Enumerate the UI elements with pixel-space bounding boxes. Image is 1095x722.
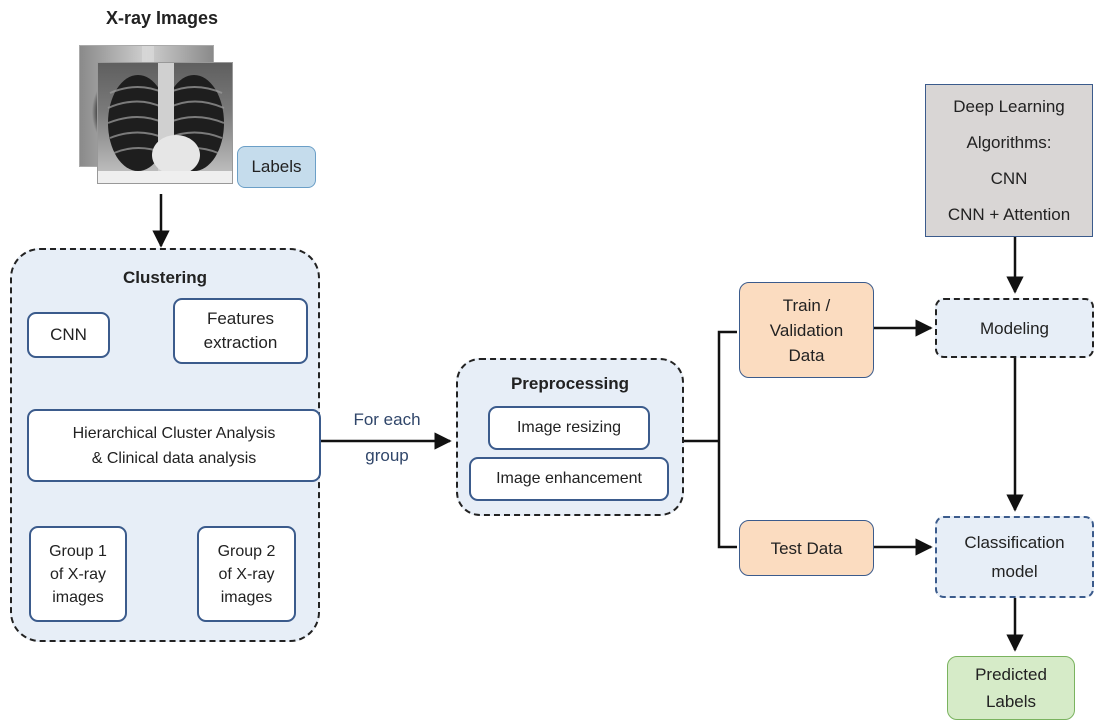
preprocessing-title: Preprocessing bbox=[510, 374, 630, 393]
for-each-group-label: For each group bbox=[353, 410, 421, 465]
deep-learning-algorithms-box: Deep Learning Algorithms: CNN CNN + Atte… bbox=[925, 84, 1093, 237]
classification-model-node: Classification model bbox=[935, 516, 1094, 598]
features-extraction-node: Features extraction bbox=[173, 298, 308, 364]
xray-images-title: X-ray Images bbox=[105, 7, 219, 28]
labels-box: Labels bbox=[237, 146, 316, 188]
hca-node: Hierarchical Cluster Analysis & Clinical… bbox=[27, 409, 321, 482]
modeling-node: Modeling bbox=[935, 298, 1094, 358]
group1-node: Group 1 of X-ray images bbox=[29, 526, 127, 622]
predicted-labels-node: Predicted Labels bbox=[947, 656, 1075, 720]
test-data-node: Test Data bbox=[739, 520, 874, 576]
cnn-node: CNN bbox=[27, 312, 110, 358]
bracket-split bbox=[717, 330, 737, 549]
xray-image-front bbox=[97, 62, 233, 184]
train-validation-data-node: Train / Validation Data bbox=[739, 282, 874, 378]
clustering-title: Clustering bbox=[122, 268, 208, 287]
image-resizing-node: Image resizing bbox=[488, 406, 650, 450]
image-enhancement-node: Image enhancement bbox=[469, 457, 669, 501]
group2-node: Group 2 of X-ray images bbox=[197, 526, 296, 622]
